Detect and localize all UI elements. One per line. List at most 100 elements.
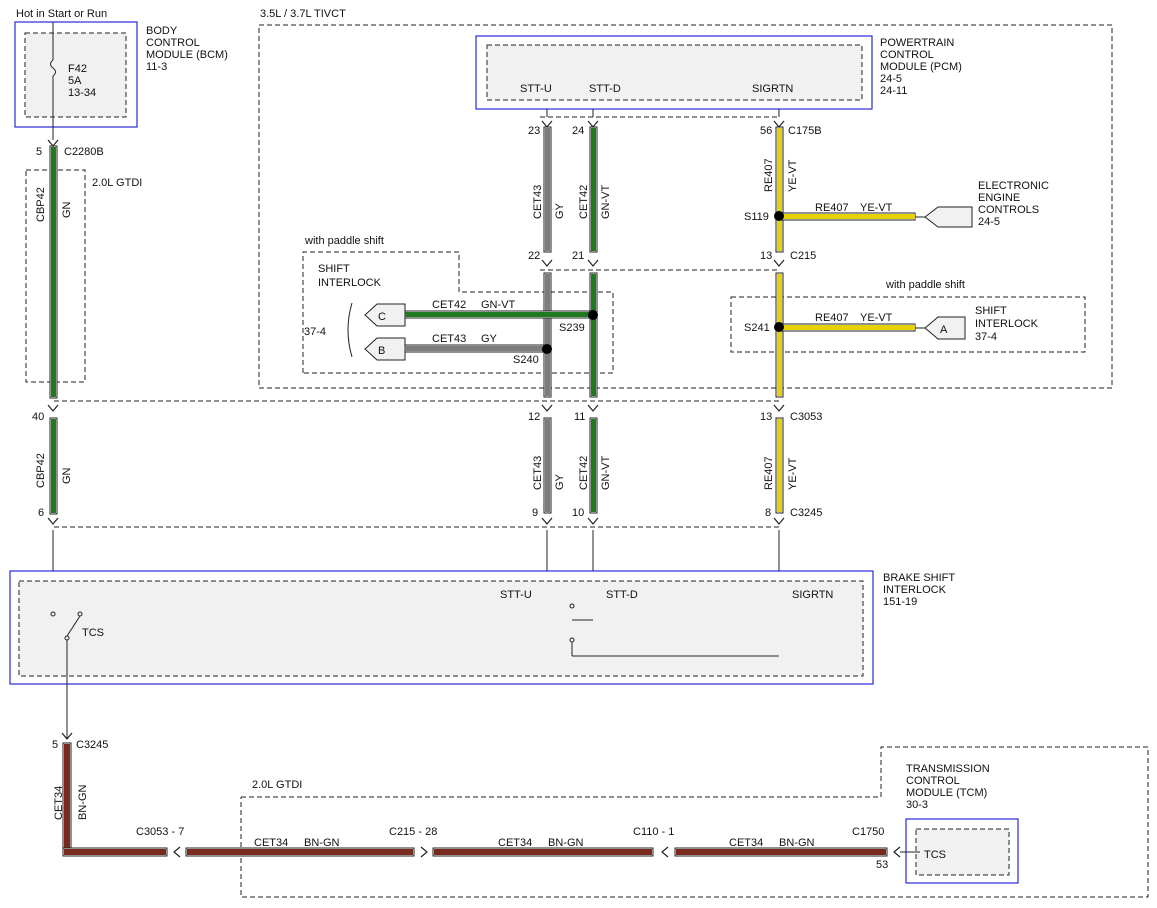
connector-c3053-7: C3053 - 7 (136, 826, 184, 838)
wire-label-cet34-h1: CET34 (254, 837, 288, 849)
brace-icon (347, 302, 353, 358)
pin-11: 11 (574, 411, 585, 423)
shift-il-left-ref: 37-4 (304, 326, 326, 338)
wire-label-yevt-b: YE-VT (787, 457, 799, 490)
pin-40: 40 (32, 411, 44, 423)
wire-label-cet42-b: CET42 (578, 456, 590, 490)
pin-23: 23 (528, 125, 540, 137)
tcm-label-4: 30-3 (906, 799, 928, 811)
wire-label-bngn-h2: BN-GN (548, 837, 584, 849)
tivct-label: 3.5L / 3.7L TIVCT (260, 8, 346, 20)
shift-il-left-2: INTERLOCK (318, 277, 382, 289)
with-paddle-right: with paddle shift (885, 279, 965, 291)
bsi-tcs-switch-icon (50, 611, 83, 738)
splice-label-s240: S240 (513, 354, 539, 366)
wire-label-gn-a: GN (61, 201, 73, 218)
wire-label-re407-b: RE407 (763, 456, 775, 490)
wire-label-gn-b: GN (61, 467, 73, 484)
pin-13-a: 13 (760, 250, 772, 262)
pcm-label-5: 24-11 (880, 85, 907, 97)
pcm-inner-box (486, 44, 863, 101)
wire-label-cbp42-b: CBP42 (35, 453, 47, 488)
splice-s240 (542, 344, 552, 354)
shift-il-pin-a: A (940, 324, 948, 336)
connector-c2280b: C2280B (64, 146, 104, 158)
gtdi-bottom-region (240, 746, 1149, 898)
pin-53: 53 (876, 859, 888, 871)
wire-cbp42[interactable] (49, 145, 58, 515)
bsi-label-2: INTERLOCK (883, 584, 947, 596)
fuse-amps: 5A (68, 75, 82, 87)
wire-cet42[interactable] (404, 126, 598, 514)
wire-label-bngn-h1: BN-GN (304, 837, 340, 849)
tcm-label-1: TRANSMISSION (906, 763, 990, 775)
pcm-pin-stt-u: STT-U (520, 83, 552, 95)
wire-label-gnvt-b: GN-VT (600, 456, 612, 491)
wire-label-gnvt-a: GN-VT (600, 185, 612, 220)
bcm-inner-box (24, 32, 127, 118)
gtdi-top-label: 2.0L GTDI (92, 177, 142, 189)
connector-c1750: C1750 (852, 826, 884, 838)
pcm-pin-sigrtn: SIGRTN (752, 83, 793, 95)
wire-label-gy-b: GY (554, 473, 566, 490)
pin-6: 6 (38, 507, 44, 519)
wire-cet34[interactable] (62, 742, 888, 857)
pin-22: 22 (528, 250, 540, 262)
wire-re407[interactable] (775, 126, 916, 514)
bcm-label-3: MODULE (BCM) (146, 49, 228, 61)
wire-label-bngn-v: BN-GN (77, 785, 89, 821)
shift-il-pin-a-icon[interactable] (924, 316, 966, 340)
connector-c175b: C175B (788, 125, 822, 137)
wire-label-cet43-a: CET43 (532, 185, 544, 219)
wire-label-cet34-v: CET34 (53, 786, 65, 820)
shift-il-right-ref: 37-4 (975, 331, 997, 343)
wire-label-cet34-h3: CET34 (729, 837, 763, 849)
with-paddle-left: with paddle shift (304, 235, 384, 247)
splice-label-s241: S241 (744, 322, 770, 334)
bcm-label-2: CONTROL (146, 37, 200, 49)
connector-c3245-lower: C3245 (76, 739, 108, 751)
pin-24: 24 (572, 125, 584, 137)
wire-label-re407-h2: RE407 (815, 312, 849, 324)
tcm-inner-box (915, 828, 1010, 876)
splice-label-s239: S239 (559, 322, 585, 334)
connector-c215: C215 (790, 250, 816, 262)
fuse-icon (50, 59, 56, 77)
splice-s241 (774, 322, 784, 332)
splice-s119 (774, 211, 784, 221)
shift-il-pin-c: C (378, 311, 386, 323)
wire-label-cet43-h: CET43 (432, 333, 466, 345)
paddle-right-region (730, 296, 1086, 353)
wire-label-gnvt-h: GN-VT (481, 299, 516, 311)
fuse-name: F42 (68, 63, 87, 75)
pin-8: 8 (765, 507, 771, 519)
wire-label-re407-h1: RE407 (815, 202, 849, 214)
wire-cet43[interactable] (404, 126, 552, 514)
pcm-label-3: MODULE (PCM) (880, 61, 962, 73)
connector-c3053: C3053 (790, 411, 822, 423)
eec-label-4: 24-5 (978, 216, 1000, 228)
connector-c110-1: C110 - 1 (633, 826, 674, 838)
wire-label-bngn-h3: BN-GN (779, 837, 815, 849)
wire-label-cbp42-a: CBP42 (35, 187, 47, 222)
bsi-pin-stt-u: STT-U (500, 589, 532, 601)
eec-connector-icon[interactable] (924, 206, 973, 228)
wire-label-gy-h: GY (481, 333, 498, 345)
wire-label-yevt-h1: YE-VT (860, 202, 893, 214)
cet34-connector-arrows (173, 846, 901, 858)
hot-in-start-run-label: Hot in Start or Run (16, 8, 107, 20)
tivct-region (258, 24, 1113, 389)
pin-12: 12 (528, 411, 540, 423)
connector-c215-28: C215 - 28 (389, 826, 437, 838)
pin-56: 56 (760, 125, 772, 137)
shift-il-left-1: SHIFT (318, 263, 350, 275)
shift-il-right-1: SHIFT (975, 305, 1007, 317)
pin-5-lower: 5 (52, 739, 58, 751)
fuse-ref: 13-34 (68, 87, 96, 99)
wire-label-gy-a: GY (554, 202, 566, 219)
pcm-label-1: POWERTRAIN (880, 37, 954, 49)
eec-label-2: ENGINE (978, 192, 1020, 204)
tcm-label-2: CONTROL (906, 775, 960, 787)
splice-s239 (588, 310, 598, 320)
connector-c3245: C3245 (790, 507, 822, 519)
